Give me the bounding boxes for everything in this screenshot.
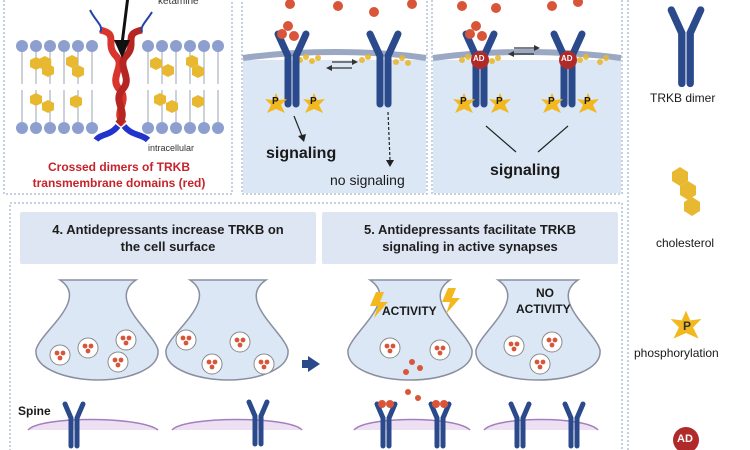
bdnf-dots-p2 bbox=[277, 0, 417, 41]
equilibrium-arrows-p2 bbox=[332, 61, 352, 69]
p-label-5: P bbox=[548, 96, 555, 107]
header4-line2: the cell surface bbox=[120, 239, 216, 254]
header-antidepressants-facilitate: 5. Antidepressants facilitate TRKB signal… bbox=[322, 212, 618, 264]
p-label-3: P bbox=[460, 96, 467, 107]
legend-ad-label: AD bbox=[677, 433, 693, 445]
ad-molecule-1 bbox=[471, 51, 489, 69]
membrane-bilayer bbox=[16, 40, 224, 134]
header-antidepressants-increase: 4. Antidepressants increase TRKB on the c… bbox=[20, 212, 316, 264]
legend-ad-icon bbox=[673, 427, 699, 450]
caption-line1: Crossed dimers of TRKB bbox=[47, 160, 191, 174]
header4-line1: 4. Antidepressants increase TRKB on bbox=[52, 222, 284, 237]
crossed-dimer-helices bbox=[89, 0, 153, 143]
signaling-arrow-p3b bbox=[537, 125, 569, 153]
ketamine-arrow bbox=[120, 0, 130, 45]
synapse-group-5 bbox=[347, 279, 601, 446]
signaling-label-p3: signaling bbox=[490, 162, 561, 179]
legend-phosphorylation-label: phosphorylation bbox=[634, 346, 719, 360]
panel-bottom-border bbox=[9, 202, 623, 450]
signaling-label-p2: signaling bbox=[266, 145, 337, 162]
signaling-arrow-p2 bbox=[293, 115, 303, 137]
progression-arrow bbox=[308, 356, 320, 372]
panel-ad-signaling-border bbox=[431, 0, 623, 195]
bdnf-dots-p3 bbox=[457, 0, 583, 41]
no-activity-line1: NO bbox=[536, 286, 554, 300]
spine-label: Spine bbox=[18, 404, 51, 418]
ketamine-label: ketamine bbox=[158, 0, 199, 7]
no-signaling-label: no signaling bbox=[330, 172, 405, 188]
p-label-1: P bbox=[272, 96, 279, 107]
panel-crossed-dimers-border bbox=[3, 0, 233, 195]
ketamine-arrowhead bbox=[114, 40, 130, 58]
ad-label-2: AD bbox=[561, 54, 573, 63]
legend-p-label: P bbox=[683, 319, 692, 333]
ad-molecule-2 bbox=[559, 51, 577, 69]
legend-cholesterol-icon bbox=[672, 167, 700, 216]
legend-border bbox=[627, 0, 629, 450]
p-label-6: P bbox=[584, 96, 591, 107]
panel-signaling-border bbox=[241, 0, 428, 195]
legend-trkb-dimer-label: TRKB dimer bbox=[650, 91, 716, 105]
p-label-4: P bbox=[496, 96, 503, 107]
header5-line1: 5. Antidepressants facilitate TRKB bbox=[364, 222, 576, 237]
legend-trkb-dimer-icon bbox=[671, 10, 700, 84]
intracellular-label: intracellular bbox=[148, 143, 195, 153]
signaling-arrow-p3a bbox=[485, 125, 517, 153]
no-activity-line2: ACTIVITY bbox=[516, 302, 571, 316]
legend-cholesterol-label: cholesterol bbox=[656, 236, 715, 250]
synapse-group-4 bbox=[27, 279, 303, 446]
activity-bolts bbox=[370, 288, 460, 318]
caption-line2: transmembrane domains (red) bbox=[32, 176, 206, 190]
panel2-cell bbox=[242, 0, 427, 193]
equilibrium-arrows-p3 bbox=[514, 47, 534, 55]
p-label-2: P bbox=[310, 96, 317, 107]
no-signaling-arrow bbox=[387, 111, 391, 161]
panel3-cell bbox=[432, 0, 622, 193]
header5-line2: signaling in active synapses bbox=[382, 239, 558, 254]
ad-label-1: AD bbox=[473, 54, 485, 63]
activity-label: ACTIVITY bbox=[382, 304, 437, 318]
